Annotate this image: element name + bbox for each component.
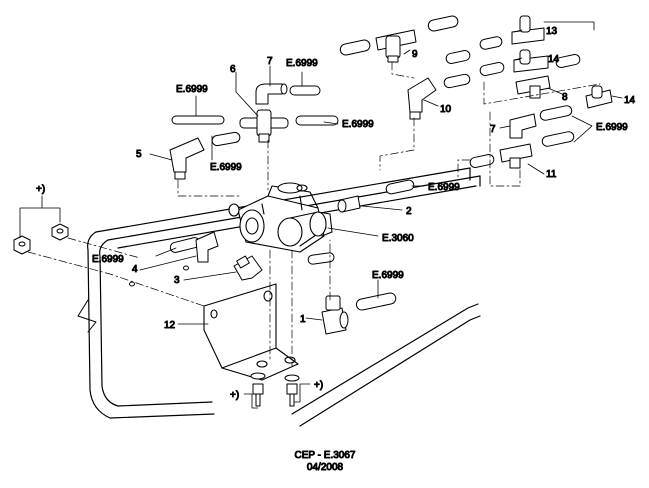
callout-plus-bolt-right: +) — [314, 380, 323, 391]
tee-fitting-9 — [375, 29, 417, 63]
pipe-segment — [479, 62, 505, 76]
washer — [250, 372, 266, 380]
callout-8: 8 — [562, 92, 568, 103]
callout-plus-left: +) — [36, 184, 45, 195]
pipe-segment — [307, 252, 335, 265]
tee-fitting-8 — [515, 75, 551, 99]
callout-3: 3 — [174, 275, 180, 286]
callout-e6999: E.6999 — [210, 162, 242, 173]
elbow-fitting-10 — [407, 77, 437, 120]
leader-lines — [19, 21, 623, 409]
bolt-shank — [289, 393, 295, 407]
fitting-1 — [321, 295, 349, 335]
callout-14: 14 — [548, 54, 560, 65]
callout-11: 11 — [546, 169, 557, 180]
callout-7-b: 7 — [490, 124, 496, 135]
valve-body — [228, 182, 333, 253]
callout-13: 13 — [546, 26, 558, 37]
assembly-centerlines — [27, 61, 601, 367]
callout-labels: 6 7 E.6999 E.6999 E.6999 5 E.6999 9 10 1… — [36, 26, 637, 402]
callout-e6999: E.6999 — [286, 58, 318, 69]
pipe-segment — [479, 36, 503, 50]
callout-e6999: E.6999 — [428, 182, 460, 193]
drawing-code: CEP - E.3067 — [295, 450, 356, 461]
callout-e6999: E.6999 — [92, 254, 124, 265]
pipe-segment — [427, 15, 459, 32]
pipe-segment — [211, 131, 241, 147]
pipe-segments — [169, 15, 581, 311]
callout-plus-bolt-left: +) — [230, 390, 239, 401]
pipe-segment — [541, 131, 575, 147]
tee-fitting-6 — [239, 109, 289, 143]
callout-14-b: 14 — [624, 95, 636, 106]
callout-5: 5 — [136, 149, 142, 160]
tee-fitting-14 — [513, 49, 549, 73]
fittings — [169, 15, 613, 335]
elbow-fitting-7 — [255, 83, 288, 105]
fitting-2 — [337, 195, 361, 213]
bolt-head — [286, 383, 298, 395]
elbow-fitting-7-lower — [509, 113, 537, 139]
washer — [284, 374, 300, 382]
pipe-segment — [469, 154, 495, 168]
callout-7: 7 — [267, 56, 273, 67]
callout-e6999: E.6999 — [176, 84, 208, 95]
callout-e3060: E.3060 — [382, 233, 414, 244]
elbow-fitting-4 — [195, 231, 219, 263]
tee-fitting-13 — [511, 15, 545, 45]
bolt-head — [252, 383, 264, 395]
elbow-fitting-3 — [233, 255, 263, 281]
tee-fitting-11 — [499, 143, 533, 169]
callout-2: 2 — [406, 206, 412, 217]
callout-10: 10 — [440, 104, 452, 115]
elbow-fitting-5 — [169, 137, 205, 180]
pipe-segment — [445, 50, 471, 64]
fasteners — [13, 223, 300, 407]
callout-e6999: E.6999 — [596, 122, 628, 133]
callout-12: 12 — [164, 320, 176, 331]
callout-1: 1 — [300, 314, 306, 325]
mounting-bracket-12 — [203, 283, 299, 381]
footer: CEP - E.3067 04/2008 — [294, 450, 356, 474]
pipe-segment — [443, 73, 471, 89]
callout-e6999: E.6999 — [342, 119, 374, 130]
pipe-segment — [295, 115, 339, 126]
pipe-segment — [289, 85, 321, 96]
callout-9: 9 — [412, 49, 418, 60]
drawing-date: 04/2008 — [307, 462, 344, 473]
pipe-segment — [171, 115, 225, 125]
pipe-segment — [385, 179, 415, 195]
callout-6: 6 — [230, 64, 236, 75]
tee-fitting-14-lower — [585, 85, 613, 109]
pipe-segment — [339, 39, 371, 56]
pipe-segment — [355, 292, 397, 311]
callout-e6999: E.6999 — [372, 270, 404, 281]
pipe-segment — [555, 54, 581, 68]
callout-4: 4 — [132, 264, 138, 275]
bolt-shank — [255, 393, 261, 407]
pipe-segment — [539, 105, 573, 121]
